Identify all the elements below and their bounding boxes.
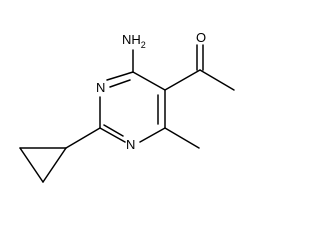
structure-canvas: NH2 N N O: [19, 30, 235, 183]
bond-c4-c5: [132, 71, 166, 91]
bond-c6-n1: [139, 127, 166, 143]
molecule-diagram: NH2 N N O: [19, 30, 235, 183]
bond-n3-c4: [106, 71, 134, 81]
bond-n1-c2-inner: [103, 124, 124, 137]
amino-label: NH2: [122, 32, 146, 50]
bond-c6-methyl: [164, 127, 200, 149]
bond-cyclopropyl-3: [42, 147, 67, 183]
carbonyl-oxygen-label: O: [196, 30, 206, 45]
ring-nitrogen-upper-label: N: [96, 80, 105, 95]
bond-n3-c4-inner: [109, 79, 131, 88]
bond-n1-c2: [99, 127, 126, 143]
bond-cyclopropyl-2: [19, 147, 44, 183]
bond-c5-carbonyl: [164, 69, 201, 91]
bond-carbonyl-methyl: [199, 69, 235, 91]
ring-nitrogen-lower-label: N: [126, 137, 135, 152]
bond-c2-cyclopropyl: [65, 127, 101, 149]
